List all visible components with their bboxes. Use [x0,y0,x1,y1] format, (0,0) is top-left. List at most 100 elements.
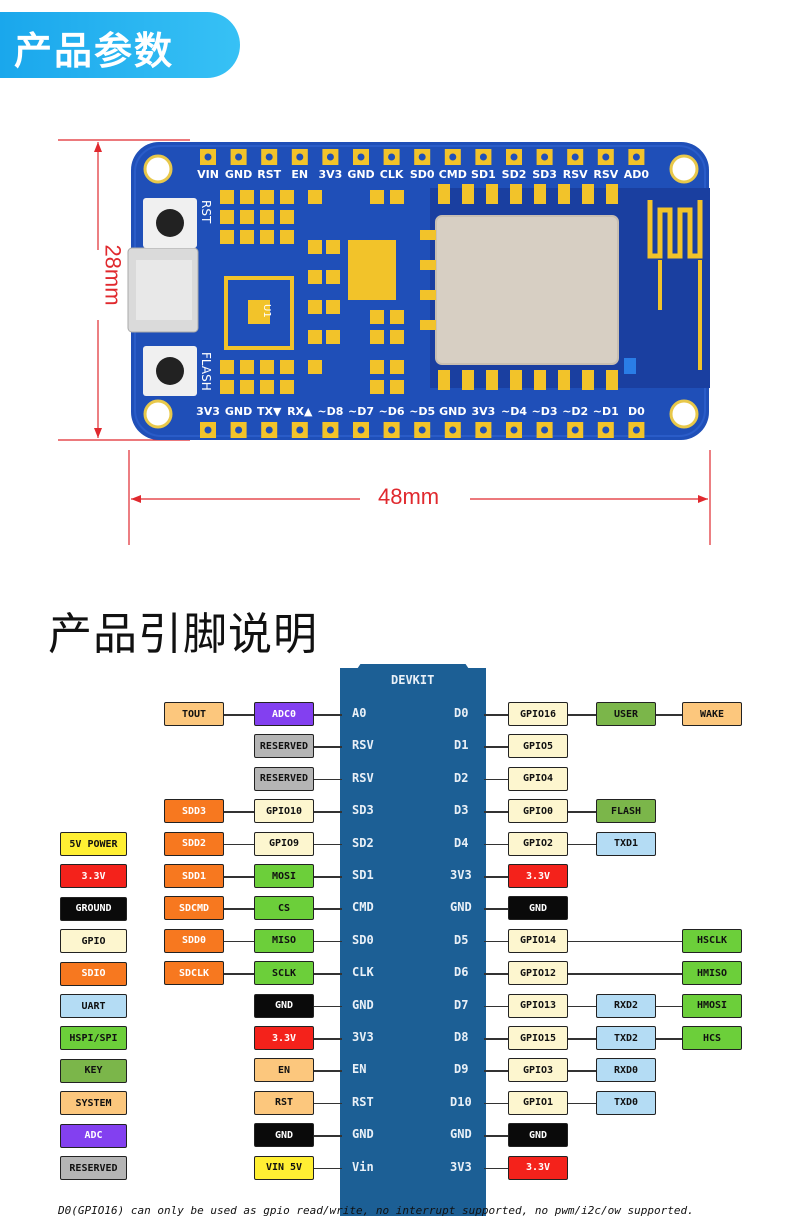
connector-line [314,811,342,813]
connector-line [484,811,508,813]
header-pad-top-hole [571,153,579,161]
board-pin-right: D0 [454,706,469,720]
connector-line [568,843,596,846]
silk-top-pin-label: RSV [563,168,588,181]
silk-top-pin-label: GND [347,168,374,181]
board-pin-left: A0 [352,706,367,720]
connector-line [224,876,254,878]
pin-label-left: RESERVED [254,766,314,791]
pin-label-left: GND [254,993,314,1018]
connector-line [484,843,508,846]
pin-label-left: TOUT [164,702,224,726]
connector-line [484,778,508,781]
silk-bottom-pin-label: ~D8 [317,405,343,418]
legend-item: SDIO [60,961,127,986]
header-pad-bottom-hole [296,426,304,434]
pin-label-left: SDD1 [164,864,224,888]
connector-line [484,1167,508,1170]
connector-line [568,1038,596,1040]
connector-line [314,1038,342,1040]
pin-label-left: VIN 5V [254,1155,314,1180]
board-pin-left: GND [352,997,374,1012]
silk-top-pin-label: CMD [439,168,467,181]
header-pad-top-hole [296,153,304,161]
pin-label-right: GPIO5 [508,734,568,759]
connector-line [314,1167,342,1170]
legend-item: 5V POWER [60,832,127,856]
board-pin-left: CLK [352,965,374,980]
board-pin-right: D8 [454,1030,469,1044]
board-pin-left: EN [352,1062,367,1077]
connector-line [568,714,596,716]
silk-top-pin-label: VIN [197,168,219,181]
header-pad-top-hole [510,153,518,161]
silk-rst-label: RST [199,200,213,224]
silk-bottom-pin-label: GND [225,405,252,418]
connector-line [484,746,508,748]
connector-line [314,876,342,878]
board-pin-right: D7 [454,997,469,1012]
connector-line [314,908,342,910]
pin-label-left: SDD3 [164,799,224,824]
connector-line [314,1135,342,1137]
silk-top-pin-label: SD2 [502,168,527,181]
pin-label-right: FLASH [596,799,656,824]
connector-line [314,714,342,716]
legend-item: 3.3V [60,864,127,889]
silk-top-pin-label: 3V3 [318,168,342,181]
header-pad-top-hole [204,153,212,161]
connector-line [484,1005,508,1008]
connector-line [484,1102,508,1105]
connector-line [484,1038,508,1040]
header-pad-bottom-hole [357,426,365,434]
pinout-note: D0(GPIO16) can only be used as gpio read… [58,1204,694,1217]
board-pin-right: D6 [454,965,469,980]
pin-label-right: GPIO12 [508,961,568,986]
header-pad-top-hole [418,153,426,161]
connector-line [568,1070,596,1072]
pin-label-left: GPIO10 [254,799,314,824]
connector-line [224,908,254,910]
board-pin-left: RSV [352,770,374,785]
legend-item: ADC [60,1123,127,1148]
silk-top-pin-label: GND [225,168,252,181]
connector-line [224,940,254,943]
connector-line [656,1038,682,1040]
header-pad-bottom-hole [326,426,334,434]
pin-label-left: 3.3V [254,1026,314,1050]
pin-label-left: ADC0 [254,702,314,726]
board-pin-right: GND [450,1127,472,1142]
header-pad-bottom-hole [388,426,396,434]
header-pad-bottom-hole [602,426,610,434]
pin-label-left: RESERVED [254,734,314,759]
section-title-pinout: 产品引脚说明 [48,609,318,660]
pin-label-right: HCS [682,1026,742,1050]
silk-top-pin-label: CLK [380,168,404,181]
connector-line [224,714,254,716]
section-banner-parameters: 产品参数 [0,12,240,78]
header-pad-bottom-hole [235,426,243,434]
board-pin-left: SD2 [352,835,374,850]
header-pad-top-hole [602,153,610,161]
pin-label-right: RXD2 [596,993,656,1018]
pin-label-left: GPIO9 [254,831,314,856]
connector-line [568,973,682,975]
devkit-board [340,668,486,1216]
pin-label-right: GPIO2 [508,831,568,856]
pin-label-right: RXD0 [596,1058,656,1083]
pin-label-right: GPIO14 [508,928,568,953]
connector-line [484,1135,508,1137]
pin-label-right: 3.3V [508,864,568,888]
legend-item: RESERVED [60,1156,127,1180]
connector-line [484,973,508,975]
silk-bottom-pin-label: D0 [628,405,645,418]
silk-bottom-pin-label: ~D3 [532,405,558,418]
connector-line [314,1102,342,1105]
board-pin-right: D3 [454,803,469,818]
pin-label-right: 3.3V [508,1155,568,1180]
silk-bottom-pin-label: 3V3 [471,405,495,418]
pin-label-right: GPIO13 [508,993,568,1018]
pin-label-right: TXD0 [596,1090,656,1115]
board-pin-right: 3V3 [450,1159,472,1174]
pin-label-right: GPIO0 [508,799,568,824]
